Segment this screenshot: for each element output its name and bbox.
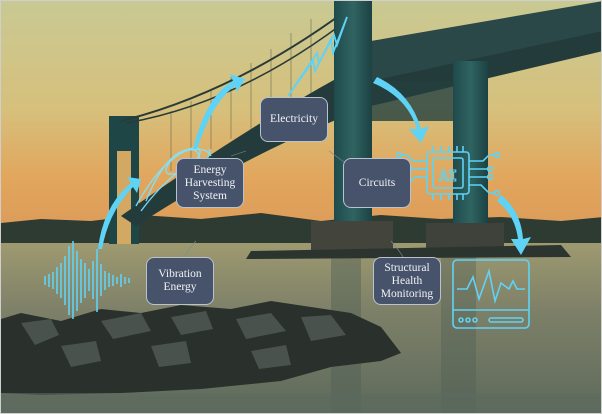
node-label-line: Vibration xyxy=(158,268,202,280)
node-circuits: Circuits xyxy=(343,158,411,208)
node-structural-health-monitoring: Structural Health Monitoring xyxy=(373,257,441,305)
node-label-line: Circuits xyxy=(358,176,396,189)
node-label-line: Energy xyxy=(193,163,227,176)
node-energy-harvesting-system: Energy Harvesting System xyxy=(176,158,244,208)
node-label-line: Monitoring xyxy=(380,287,434,300)
node-label-line: Harvesting xyxy=(184,176,236,189)
node-label-line: Energy xyxy=(163,281,197,293)
node-label-line: Health xyxy=(391,274,423,287)
node-label-line: System xyxy=(193,189,227,202)
node-vibration-energy: Vibration Energy xyxy=(146,257,214,305)
node-label-line: Structural xyxy=(384,261,430,274)
node-electricity: Electricity xyxy=(260,97,328,142)
node-label-line: Electricity xyxy=(270,113,318,125)
